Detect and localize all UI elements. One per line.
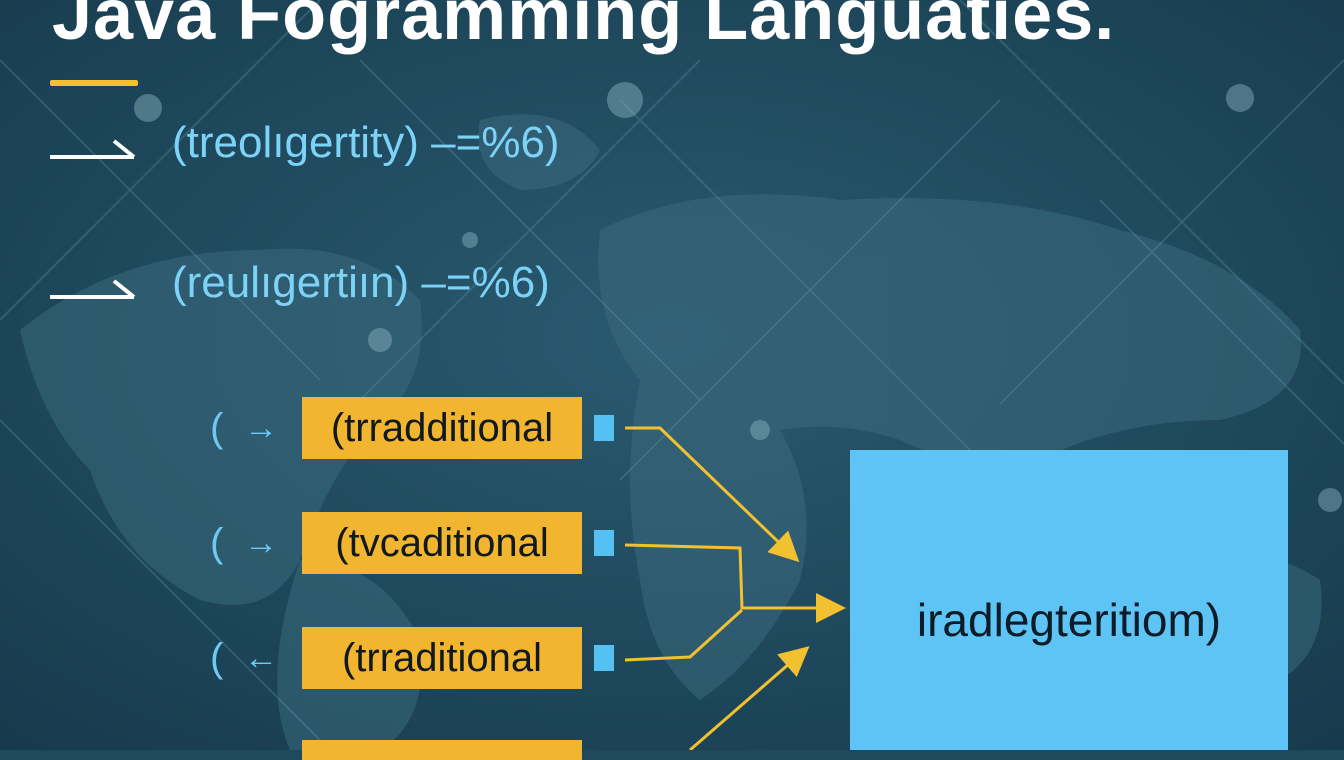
target-box-label: iradlegteritiom) xyxy=(916,594,1222,646)
arrow-left-icon: ← xyxy=(244,638,278,677)
connector-port xyxy=(594,645,614,671)
bullet-text: (treolıgertity) –=%6) xyxy=(172,118,560,167)
bullet-item-1: (treolıgertity) –=%6) xyxy=(50,118,560,168)
input-row-1: ( → (trradditional xyxy=(210,397,614,459)
partial-source-box xyxy=(302,740,582,760)
open-paren: ( xyxy=(210,520,224,565)
source-box: (trradditional xyxy=(302,397,582,459)
source-box-label: (tvcaditional xyxy=(335,520,549,565)
source-box-label: (trraditional xyxy=(341,635,543,680)
connector-port xyxy=(594,530,614,556)
open-paren: ( xyxy=(210,405,224,450)
right-arrow-dash-icon xyxy=(50,139,136,159)
connector-port xyxy=(594,415,614,441)
input-row-3: ( ← (trraditional xyxy=(210,627,614,689)
target-box: iradlegteritiom) xyxy=(850,450,1288,750)
arrow-right-icon: → xyxy=(244,408,278,447)
right-arrow-dash-icon xyxy=(50,279,136,299)
source-box-label: (trradditional xyxy=(330,405,554,450)
bullet-item-2: (reulıgertiın) –=%6) xyxy=(50,258,550,308)
source-box: (tvcaditional xyxy=(302,512,582,574)
open-paren: ( xyxy=(210,635,224,680)
arrow-right-icon: → xyxy=(244,523,278,562)
input-row-2: ( → (tvcaditional xyxy=(210,512,614,574)
title-underline xyxy=(50,80,138,86)
bullet-text: (reulıgertiın) –=%6) xyxy=(172,258,550,307)
source-box: (trraditional xyxy=(302,627,582,689)
page-title: Java Fogramming Languaties. xyxy=(52,0,1116,55)
